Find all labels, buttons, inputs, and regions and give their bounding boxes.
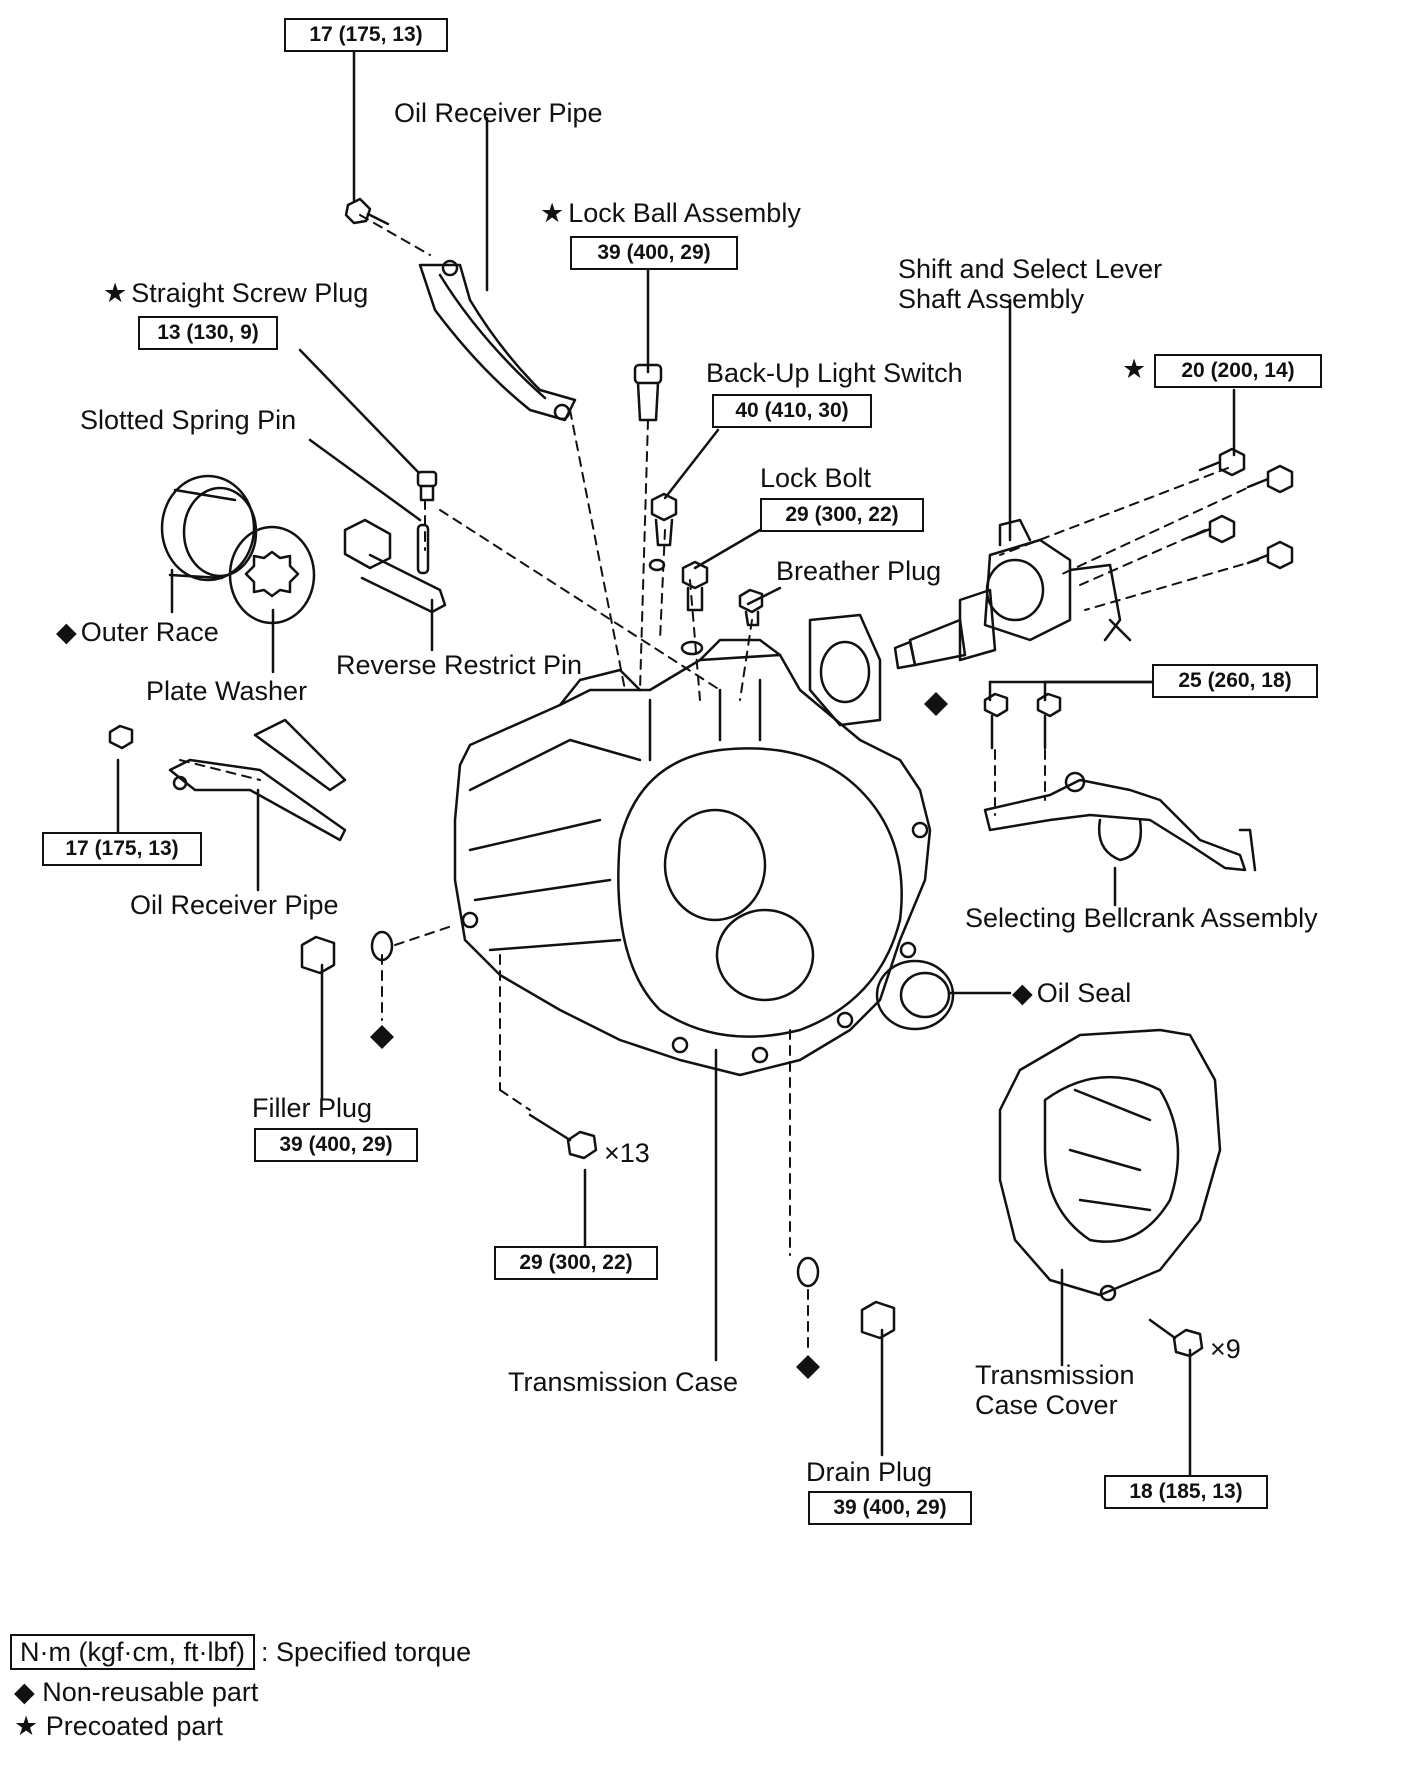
label-drain-plug: Drain Plug xyxy=(806,1457,933,1487)
bolt-top-left-drawing xyxy=(344,197,390,226)
label-text: Oil Seal xyxy=(1036,978,1132,1008)
non-reusable-diamond-icon: ◆ xyxy=(14,1677,35,1707)
label-shift-select-lever-line1: Shift and Select Lever xyxy=(898,254,1163,284)
drain-plug-drawing xyxy=(796,1256,896,1340)
legend-precoated: ★ Precoated part xyxy=(14,1710,223,1742)
label-plate-washer: Plate Washer xyxy=(146,676,308,706)
torque-oil-receiver-pipe-top: 17 (175, 13) xyxy=(284,18,448,52)
label-case-bolts-qty: ×13 xyxy=(604,1138,650,1168)
leader-lines xyxy=(116,49,1236,1477)
torque-shift-select-lever: 20 (200, 14) xyxy=(1154,354,1322,388)
straight-screw-plug-drawing xyxy=(416,470,438,502)
selecting-bellcrank-drawing xyxy=(983,692,1257,872)
label-transmission-case: Transmission Case xyxy=(508,1367,739,1397)
case-cover-bolt-drawing xyxy=(1148,1318,1204,1358)
precoated-star-icon: ★ xyxy=(540,198,565,228)
label-text: Lock Ball Assembly xyxy=(568,198,801,228)
filler-plug-drawing xyxy=(300,930,394,975)
label-reverse-restrict-pin: Reverse Restrict Pin xyxy=(336,650,583,680)
label-oil-receiver-pipe-bottom: Oil Receiver Pipe xyxy=(130,890,339,920)
plate-washer-drawing xyxy=(228,525,316,625)
label-back-up-light-switch: Back-Up Light Switch xyxy=(706,358,963,388)
non-reusable-markers xyxy=(370,692,948,1379)
legend-torque-unit: N·m (kgf·cm, ft·lbf) xyxy=(10,1634,255,1670)
label-oil-receiver-pipe-top: Oil Receiver Pipe xyxy=(394,98,603,128)
lock-ball-assembly-drawing xyxy=(633,363,663,422)
assembly-lines xyxy=(179,214,1261,1351)
legend-non-reusable-text: Non-reusable part xyxy=(42,1677,259,1707)
lock-bolt-drawing xyxy=(680,560,709,656)
legend-non-reusable: ◆ Non-reusable part xyxy=(14,1676,258,1708)
torque-drain-plug: 39 (400, 29) xyxy=(808,1491,972,1525)
legend-precoated-text: Precoated part xyxy=(45,1711,223,1741)
oil-receiver-pipe-bottom-drawing xyxy=(108,718,347,842)
breather-plug-drawing xyxy=(738,588,764,627)
label-lock-bolt: Lock Bolt xyxy=(760,463,872,493)
label-case-cover-line1: Transmission xyxy=(975,1360,1135,1390)
label-shift-select-lever-line2: Shaft Assembly xyxy=(898,284,1085,314)
non-reusable-diamond-icon: ◆ xyxy=(56,617,77,647)
legend-torque-desc: : Specified torque xyxy=(260,1637,472,1667)
label-straight-screw-plug: ★Straight Screw Plug xyxy=(103,278,368,308)
slotted-spring-pin-drawing xyxy=(416,523,430,575)
label-case-cover-bolts-qty: ×9 xyxy=(1210,1334,1241,1364)
back-up-light-switch-drawing xyxy=(648,492,678,572)
shift-select-lever-drawing xyxy=(893,518,1132,670)
label-outer-race: ◆Outer Race xyxy=(56,617,219,647)
torque-back-up-light-switch: 40 (410, 30) xyxy=(712,394,872,428)
label-filler-plug: Filler Plug xyxy=(252,1093,373,1123)
precoated-star-icon: ★ xyxy=(103,278,128,308)
label-selecting-bellcrank: Selecting Bellcrank Assembly xyxy=(965,903,1318,933)
label-text: Straight Screw Plug xyxy=(131,278,369,308)
torque-lock-bolt: 29 (300, 22) xyxy=(760,498,924,532)
non-reusable-diamond-icon: ◆ xyxy=(1012,978,1033,1008)
precoated-star-icon: ★ xyxy=(1122,354,1147,384)
legend-torque: N·m (kgf·cm, ft·lbf): Specified torque xyxy=(10,1634,471,1670)
torque-case-cover-bolts: 18 (185, 13) xyxy=(1104,1475,1268,1509)
transmission-case-cover-drawing xyxy=(998,1028,1222,1302)
case-bolt-drawing xyxy=(528,1113,598,1160)
label-case-cover-line2: Case Cover xyxy=(975,1390,1118,1420)
torque-filler-plug: 39 (400, 29) xyxy=(254,1128,418,1162)
precoated-star-icon: ★ xyxy=(14,1711,39,1741)
torque-oil-receiver-pipe-bottom: 17 (175, 13) xyxy=(42,832,202,866)
oil-seal-drawing xyxy=(875,959,955,1031)
torque-lock-ball-assembly: 39 (400, 29) xyxy=(570,236,738,270)
label-breather-plug: Breather Plug xyxy=(776,556,942,586)
shift-lever-bolts-drawing xyxy=(1188,447,1294,570)
reverse-restrict-pin-drawing xyxy=(343,518,447,614)
label-oil-seal: ◆Oil Seal xyxy=(1012,978,1131,1008)
label-text: Outer Race xyxy=(80,617,219,647)
label-lock-ball-assembly: ★Lock Ball Assembly xyxy=(540,198,801,228)
transmission-case-drawing xyxy=(453,638,932,1077)
gasket-drawing xyxy=(808,613,882,727)
outer-race-drawing xyxy=(160,474,258,582)
torque-selecting-bellcrank: 25 (260, 18) xyxy=(1152,664,1318,698)
oil-receiver-pipe-top-drawing xyxy=(418,259,577,422)
torque-case-bolts: 29 (300, 22) xyxy=(494,1246,658,1280)
label-slotted-spring-pin: Slotted Spring Pin xyxy=(80,405,297,435)
torque-straight-screw-plug: 13 (130, 9) xyxy=(138,316,278,350)
